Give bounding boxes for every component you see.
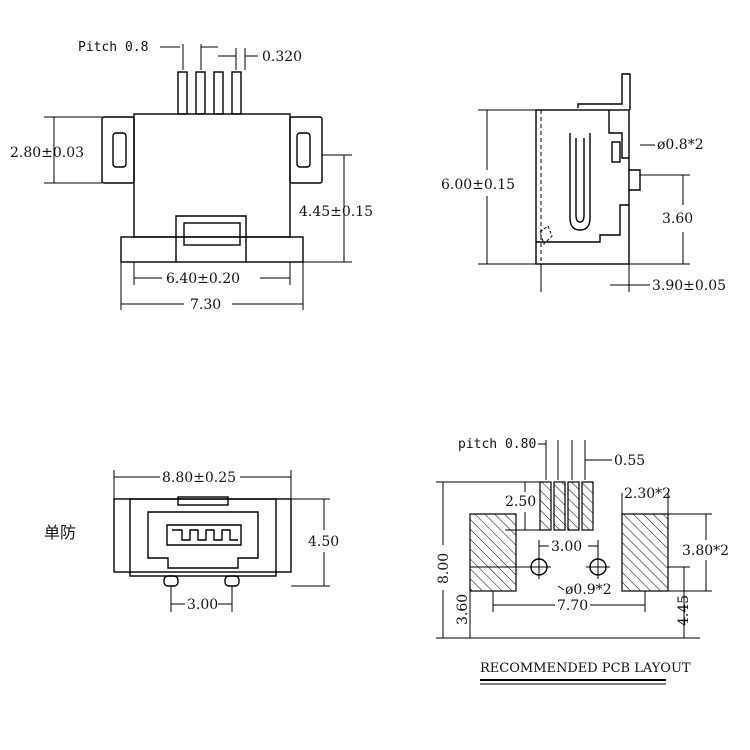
- port-tongue: [183, 222, 241, 246]
- depth-label: 3.90±0.05: [652, 278, 726, 294]
- pcb-hole-label: ø0.9*2: [565, 582, 612, 598]
- pcb-large-pad-height-label: 3.80*2: [682, 543, 729, 559]
- dashed-detail: [539, 225, 553, 245]
- pcb-pad-width-label: 0.55: [614, 453, 645, 469]
- pcb-caption: RECOMMENDED PCB LAYOUT: [480, 661, 691, 676]
- port-opening: [175, 215, 247, 262]
- face-view: 单防 8.80±0.25 4.50 3.00: [44, 470, 339, 613]
- side-view: 6.00±0.15 ø0.8*2 3.60 3.90±0.05: [441, 73, 726, 294]
- side-label: 单防: [44, 523, 76, 542]
- contact-outer: [569, 133, 591, 231]
- socket-tongue: [166, 524, 242, 546]
- right-ear-slot: [296, 132, 311, 168]
- side-body: [535, 109, 630, 265]
- right-ear: [289, 116, 323, 184]
- pcb-total-height-label: 8.00: [436, 553, 452, 584]
- side-height-label: 4.45±0.15: [299, 204, 373, 220]
- signal-pad-2: [553, 481, 566, 531]
- connector-body: [133, 113, 291, 238]
- pin-width-label: 0.320: [262, 49, 302, 65]
- contact-inner: [575, 138, 585, 223]
- signal-pad-1: [539, 481, 552, 531]
- base-flange: [120, 236, 304, 263]
- pcb-span-label: 7.70: [557, 598, 588, 614]
- side-step: [608, 110, 629, 159]
- post-spacing-label: 3.00: [187, 597, 218, 613]
- hole-label: ø0.8*2: [657, 137, 704, 153]
- pin-3: [213, 71, 224, 115]
- face-flange: [113, 498, 292, 573]
- pin-1: [177, 71, 188, 115]
- pcb-pad-length-label: 2.50: [505, 494, 536, 510]
- left-ear: [101, 116, 135, 184]
- pcb-pitch-label: pitch 0.80: [458, 437, 536, 452]
- signal-pad-3: [567, 481, 580, 531]
- face-shell: [129, 498, 277, 577]
- side-post: [629, 169, 641, 191]
- side-bottom-profile: [536, 204, 629, 243]
- side-latch: [611, 141, 621, 163]
- pcb-hole-offset-label: 3.60: [455, 594, 471, 625]
- side-lead: [577, 73, 631, 110]
- pitch-label: Pitch 0.8: [78, 40, 148, 55]
- left-post: [163, 575, 179, 587]
- face-width-label: 8.80±0.25: [162, 470, 236, 486]
- pcb-pin-spacing-label: 3.00: [551, 539, 582, 555]
- socket-opening: [147, 511, 259, 569]
- height-label: 2.80±0.03: [10, 145, 84, 161]
- shield-pad-right: [621, 513, 669, 592]
- signal-pad-4: [581, 481, 594, 531]
- total-width-label: 7.30: [190, 297, 221, 313]
- pcb-pad-offset-label: 4.45: [676, 595, 692, 626]
- body-height-label: 6.00±0.15: [441, 177, 515, 193]
- socket-contacts: [172, 529, 238, 541]
- pin-4: [231, 71, 242, 115]
- left-ear-slot: [112, 132, 127, 168]
- shield-pad-left: [469, 513, 517, 592]
- face-height-label: 4.50: [308, 534, 339, 550]
- pcb-large-pad-width-label: 2.30*2: [624, 486, 671, 502]
- pin-2: [195, 71, 206, 115]
- front-view: Pitch 0.8 0.320 2.80±0.03 4.45±0.15 6.40…: [10, 40, 373, 313]
- inner-width-label: 6.40±0.20: [166, 271, 240, 287]
- right-post: [224, 575, 240, 587]
- face-top-tab: [177, 496, 229, 506]
- pcb-layout: pitch 0.80 0.55 2.50 2.30*2: [436, 437, 729, 685]
- hole-height-label: 3.60: [662, 211, 693, 227]
